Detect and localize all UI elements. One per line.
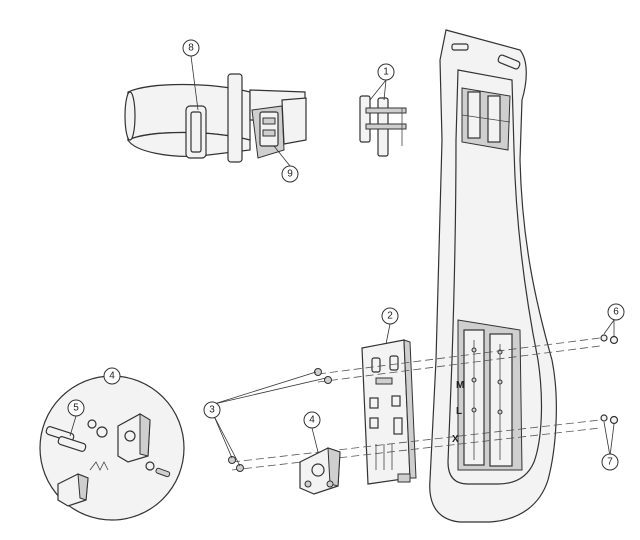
nuts	[228, 368, 332, 472]
callout-1-label: 1	[383, 67, 389, 78]
callout-9-label: 9	[287, 169, 293, 180]
callout-3: 3	[203, 401, 221, 419]
callout-3-label: 3	[209, 405, 215, 416]
callout-7-label: 7	[607, 457, 613, 468]
frame-mark-l: L	[456, 406, 462, 417]
bracket-clip	[359, 95, 407, 157]
callout-2: 2	[381, 307, 399, 325]
callout-4-detail-label: 4	[109, 371, 115, 382]
callout-9: 9	[281, 165, 299, 183]
assembly-lines	[231, 337, 601, 471]
leader-lines	[69, 55, 615, 467]
frame-mark-x: X	[452, 434, 459, 445]
mounting-plate	[361, 339, 417, 485]
detail-view	[39, 375, 185, 521]
callout-4-detail: 4	[103, 367, 121, 385]
callout-8-label: 8	[188, 43, 194, 54]
callout-4-center-label: 4	[309, 415, 315, 426]
callout-2-label: 2	[387, 311, 393, 322]
callout-5-label: 5	[73, 403, 79, 414]
callout-5: 5	[67, 399, 85, 417]
main-frame: M L X	[429, 29, 557, 523]
callout-6-label: 6	[613, 307, 619, 318]
callout-4-center: 4	[303, 411, 321, 429]
callout-7: 7	[601, 453, 619, 471]
strap-assembly	[124, 73, 307, 163]
latch-part	[299, 447, 341, 495]
frame-mark-m: M	[456, 380, 464, 391]
callout-8: 8	[182, 39, 200, 57]
callout-6: 6	[607, 303, 625, 321]
screws-right	[600, 334, 619, 425]
callout-1: 1	[377, 63, 395, 81]
